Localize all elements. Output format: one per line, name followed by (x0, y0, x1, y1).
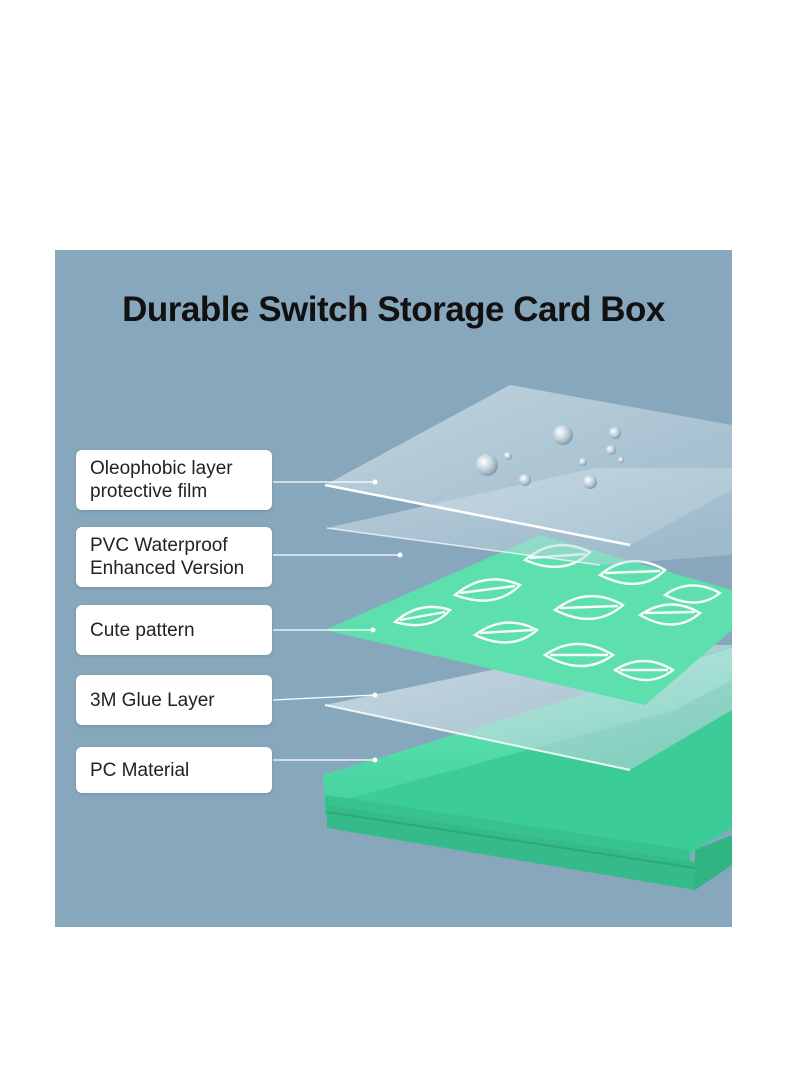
label-3m-glue-layer: 3M Glue Layer (76, 675, 272, 725)
label-oleophobic-layer: Oleophobic layer protective film (76, 450, 272, 510)
label-line: PC Material (90, 759, 190, 781)
label-line: protective film (90, 481, 208, 502)
layer-illustration (272, 385, 732, 890)
label-pvc-waterproof: PVC Waterproof Enhanced Version (76, 527, 272, 587)
callout-connectors (272, 481, 400, 761)
label-line: Enhanced Version (90, 558, 245, 579)
label-cute-pattern: Cute pattern (76, 605, 272, 655)
water-droplet-icon (476, 425, 624, 489)
label-line: 3M Glue Layer (90, 689, 215, 711)
product-infographic: Durable Switch Storage Card Box Oleophob… (55, 250, 732, 927)
page-title: Durable Switch Storage Card Box (122, 290, 665, 329)
callout-dots (370, 479, 403, 763)
oleophobic-film-sheet (324, 385, 732, 547)
label-line: Oleophobic layer (90, 458, 233, 479)
label-line: Cute pattern (90, 619, 195, 641)
label-pc-material: PC Material (76, 747, 272, 793)
cute-pattern-sheet (325, 535, 732, 705)
label-line: PVC Waterproof (90, 535, 228, 556)
